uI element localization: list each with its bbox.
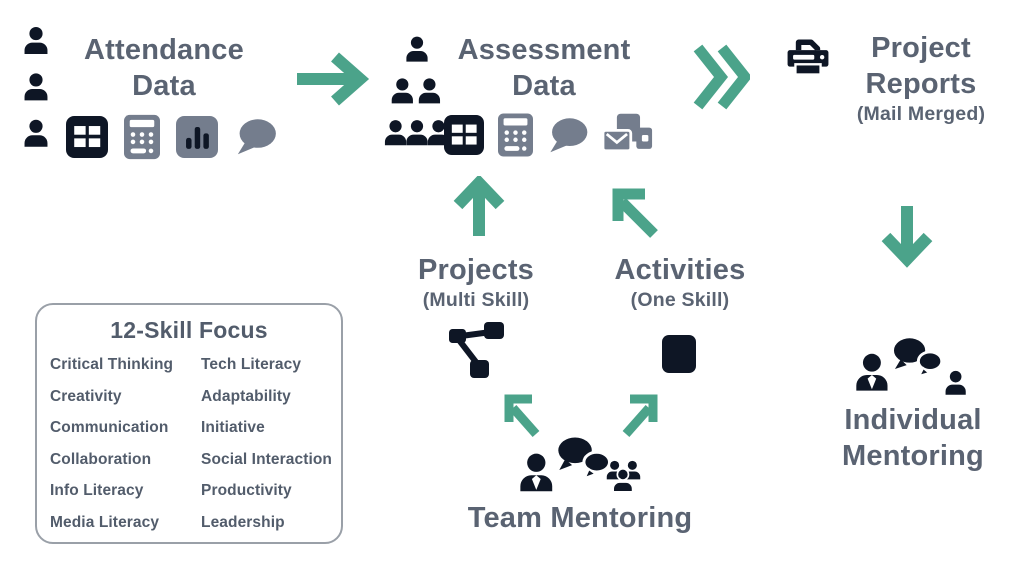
skill-item: Adaptability xyxy=(201,387,291,405)
printer-icon xyxy=(787,39,829,76)
skill-item: Leadership xyxy=(201,513,285,531)
activities-node: Activities (One Skill) xyxy=(596,252,764,312)
assessment-title: Assessment Data xyxy=(457,34,631,102)
mail-devices-icon xyxy=(603,113,653,153)
workflow-nodes-icon xyxy=(449,322,504,378)
projects-node: Projects (Multi Skill) xyxy=(396,252,556,312)
projects-title: Projects xyxy=(417,254,535,286)
people-pyramid-icon xyxy=(384,36,450,146)
attendance-icons-row xyxy=(66,110,278,164)
skills-box: 12-Skill Focus Critical Thinking Creativ… xyxy=(35,303,343,544)
arrow-up-left-small-icon xyxy=(504,394,540,437)
project-reports-subtitle: (Mail Merged) xyxy=(856,103,986,125)
skills-right-column: Tech Literacy Adaptability Initiative So… xyxy=(201,349,332,539)
skill-item: Communication xyxy=(50,419,169,437)
square-icon xyxy=(662,335,696,373)
activities-title: Activities xyxy=(614,254,746,286)
table-icon xyxy=(444,115,484,155)
calculator-icon xyxy=(124,114,160,160)
skill-item: Creativity xyxy=(50,387,122,405)
speech-bubble-icon xyxy=(237,119,276,155)
projects-subtitle: (Multi Skill) xyxy=(422,289,530,311)
speech-bubble-icon xyxy=(550,117,588,152)
skill-item: Productivity xyxy=(201,482,292,500)
skill-item: Collaboration xyxy=(50,450,152,468)
skills-box-title: 12-Skill Focus xyxy=(110,317,268,343)
team-mentoring-title: Team Mentoring xyxy=(467,502,693,534)
skill-item: Info Literacy xyxy=(50,482,144,500)
skill-item: Media Literacy xyxy=(50,513,160,531)
skill-item: Critical Thinking xyxy=(50,356,174,373)
arrow-right-icon xyxy=(297,52,370,106)
mentor-group-discussion-icon xyxy=(520,437,641,493)
table-icon xyxy=(66,116,108,158)
arrow-up-right-small-icon xyxy=(622,394,658,437)
assessment-icons-row xyxy=(444,108,653,162)
arrow-down-icon xyxy=(881,206,933,268)
people-stack-icon xyxy=(24,26,48,147)
attendance-title: Attendance Data xyxy=(84,34,244,102)
project-reports-title: Project Reports xyxy=(865,32,977,100)
activities-subtitle: (One Skill) xyxy=(630,289,730,311)
arrow-up-left-icon xyxy=(612,188,658,238)
double-chevron-right-icon xyxy=(693,44,750,110)
skill-item: Tech Literacy xyxy=(201,356,302,373)
bar-chart-icon xyxy=(176,116,218,158)
calculator-icon xyxy=(498,113,533,157)
project-reports-node: Project Reports (Mail Merged) xyxy=(828,30,1014,126)
skill-item: Social Interaction xyxy=(201,450,332,468)
mentor-individual-discussion-icon xyxy=(856,338,966,395)
skills-left-column: Critical Thinking Creativity Communicati… xyxy=(50,349,173,539)
arrow-up-icon xyxy=(453,176,505,236)
skill-item: Initiative xyxy=(201,419,265,437)
individual-mentoring-title: Individual Mentoring xyxy=(842,404,984,472)
